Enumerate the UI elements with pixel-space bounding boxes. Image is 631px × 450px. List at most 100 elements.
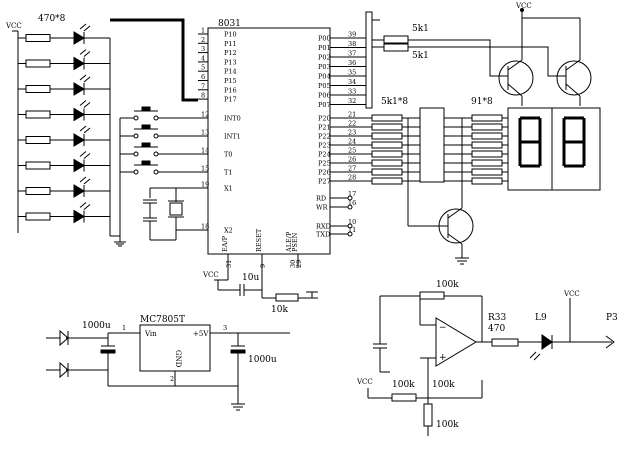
led-resistor: [25, 136, 51, 144]
button-group: [119, 106, 198, 236]
power-supply: 1000u MC7805T Vin +5V GND 1 3 2 1000u: [46, 315, 290, 411]
segment-line: [371, 123, 508, 131]
crystal-circuit: [143, 187, 208, 241]
fb-res-label: 100k: [436, 280, 459, 290]
mcu-pin-number: 6: [201, 73, 205, 81]
led-diode: [73, 184, 85, 198]
output-resistor: [491, 338, 519, 347]
segment-line: [371, 132, 508, 140]
led-resistor: [25, 161, 51, 170]
base-res-label-2: 5k1: [412, 51, 429, 61]
segment-series-resistor: [471, 177, 503, 185]
segment-line: [371, 141, 508, 149]
mcu-pin-number: 29: [295, 260, 303, 268]
led-resistor: [25, 212, 51, 221]
led-diode: [73, 133, 85, 147]
crystal: [169, 202, 183, 216]
mcu-pin-name: P10: [224, 31, 237, 39]
reg-pin-2: 2: [170, 375, 174, 383]
mcu-pin-name: P06: [318, 92, 331, 100]
base-resistor-2: [383, 43, 409, 52]
segment-series-resistor: [471, 141, 503, 149]
led-diode: [73, 209, 85, 224]
bias-res-label: 100k: [436, 420, 459, 430]
mcu-pin-name: P23: [318, 142, 331, 150]
segment-resistor: [371, 150, 403, 158]
resistor-array: [419, 107, 445, 183]
mcu-pin-name: T0: [224, 151, 232, 159]
segment-resistor: [371, 159, 403, 167]
p0-connector: [365, 11, 373, 109]
mcu-pin-number: 38: [348, 40, 356, 48]
svg-text:−: −: [439, 323, 447, 333]
mcu-pin-number: 1: [201, 27, 205, 35]
mcu-pin-name: P13: [224, 58, 237, 66]
regulator-vout: +5V: [193, 330, 209, 338]
mcu-pin-name: P20: [318, 115, 331, 123]
led-diode: [73, 31, 85, 45]
led-row: [18, 176, 110, 198]
segment-resistor: [371, 132, 403, 140]
mcu-pin-number: 5: [201, 64, 205, 72]
base-resistor-1: [383, 35, 409, 44]
mcu-pin-number: 21: [348, 111, 356, 119]
output-res-value: 470: [488, 324, 505, 334]
mcu-pin-name: X2: [224, 227, 233, 235]
regulator-label: MC7805T: [140, 315, 185, 325]
led-row: [18, 74, 110, 96]
mcu-pin-name: P07: [318, 101, 331, 109]
led-row: [18, 100, 110, 122]
mcu-pin-name: RD: [316, 195, 326, 203]
mcu-pin-number: 7: [201, 82, 205, 90]
segment-series-resistor: [471, 132, 503, 140]
vcc-label-reset: VCC: [202, 271, 219, 279]
led-diode: [73, 56, 85, 71]
input-resistor: [391, 393, 417, 402]
opamp: [435, 317, 477, 367]
mcu-pin-name: P01: [318, 44, 331, 52]
regulator: [139, 324, 211, 372]
reset-circuit: VCC 10u 10k: [202, 254, 318, 315]
mcu-pin-number: 13: [201, 129, 209, 137]
mcu-pin-name: RXD: [316, 223, 331, 231]
svg-text:+: +: [439, 353, 447, 363]
mcu-pin-name: P17: [224, 96, 237, 104]
push-button: [120, 142, 198, 157]
segment-resistor: [371, 123, 403, 131]
seg-res-label: 91*8: [471, 97, 493, 107]
mcu-pin-number: 30: [289, 260, 297, 268]
mcu-pin-number: 28: [348, 174, 356, 182]
digit: [518, 116, 542, 168]
segment-line: [371, 150, 508, 158]
mcu-pin-number: 24: [348, 138, 356, 146]
reset-cap-label: 10u: [242, 273, 259, 283]
segment-resistor: [371, 177, 403, 185]
seg-array-label: 5k1*8: [381, 97, 408, 107]
mcu-pin-number: 8: [201, 92, 205, 100]
mcu-pin-number: 17: [348, 190, 356, 198]
mcu-pin-name: P21: [318, 124, 331, 132]
led-diode: [73, 107, 85, 122]
mcu-pin-number: 19: [201, 181, 209, 189]
mcu-pin-name: RESET: [255, 228, 263, 252]
reg-pin-3: 3: [223, 324, 227, 332]
mcu-pin-number: 25: [348, 147, 356, 155]
mcu-pin-name: P14: [224, 68, 237, 76]
segment-line: [371, 168, 508, 176]
vcc-label-leds: VCC: [5, 22, 22, 30]
segment-series-resistor: [471, 159, 503, 167]
mcu-pin-number: 16: [348, 199, 356, 207]
mcu-pin-number: 35: [348, 69, 356, 77]
segment-line: [371, 159, 508, 167]
segment-driver: 5k1*8 91*8: [371, 97, 601, 265]
mcu-pin-number: 31: [225, 260, 233, 268]
led-diode: [73, 158, 85, 173]
mcu-pin-number: 37: [348, 50, 356, 58]
mcu-pin-name: P26: [318, 169, 331, 177]
push-button: [120, 106, 198, 121]
led-resistor: [25, 187, 51, 195]
mcu-pin-name: P24: [318, 151, 331, 159]
cap-in-label: 1000u: [82, 321, 111, 331]
